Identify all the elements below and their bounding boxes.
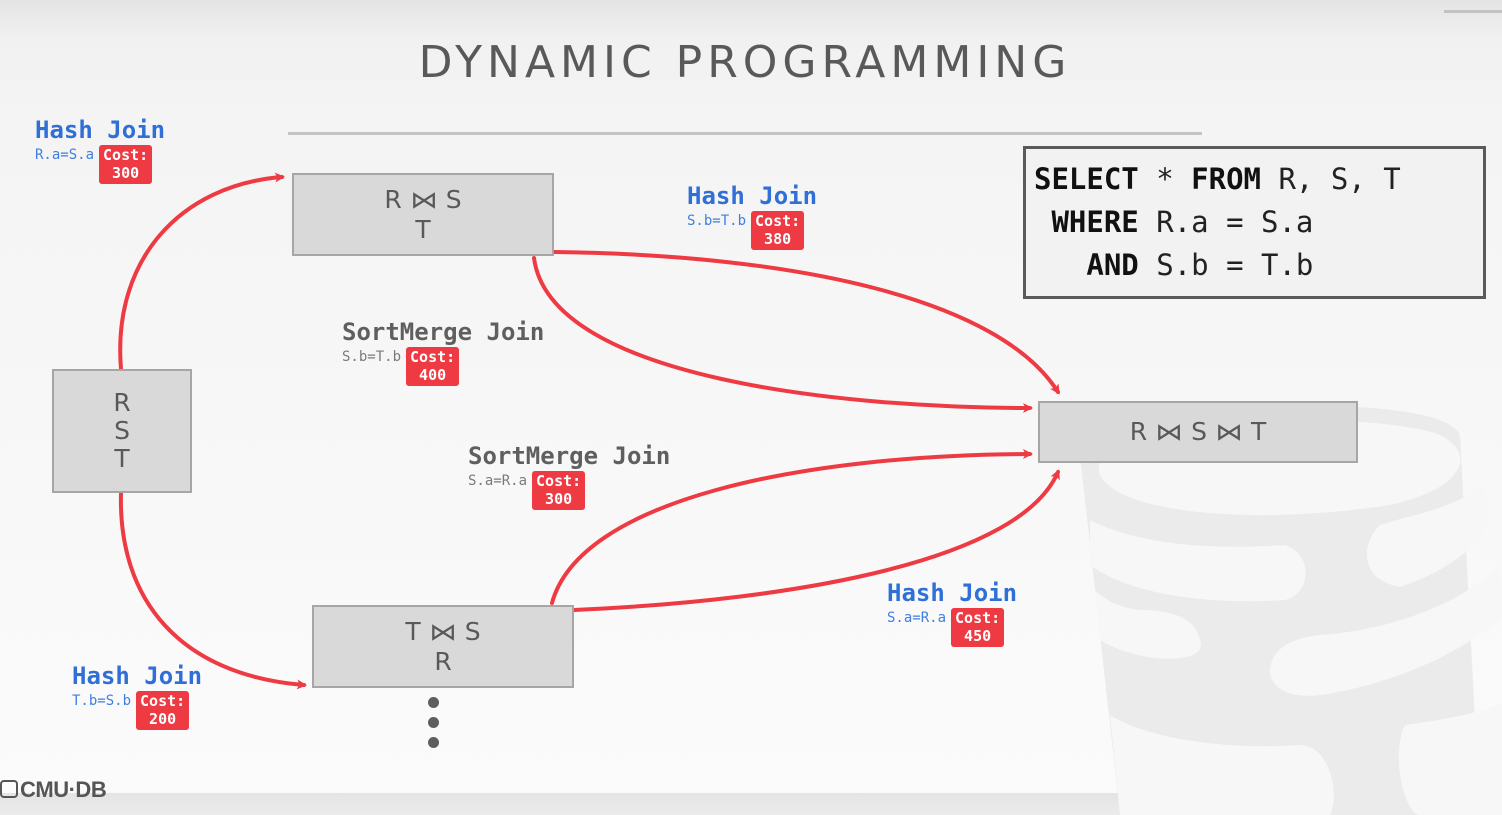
join-edges [118, 172, 1060, 690]
cost-badge: Cost:300 [532, 471, 586, 510]
title-underline [288, 132, 1202, 135]
join-predicate: S.a=R.a [468, 473, 528, 489]
node-relation-s: S [114, 416, 130, 445]
join-algorithm: Hash Join [72, 662, 203, 690]
bowtie-join-icon: ⋈ [1215, 418, 1243, 446]
cost-value: 450 [964, 627, 992, 645]
sql-line-select: SELECT * FROM R, S, T [1034, 162, 1401, 196]
edge-label-ts-to-final-hash: Hash Join S.a=R.a Cost:450 [887, 579, 1017, 647]
relation-t: T [405, 617, 421, 646]
node-join-expression: R⋈S⋈T [1130, 417, 1267, 447]
join-algorithm: Hash Join [687, 182, 818, 210]
cmu-db-logo: CMU·DB [0, 777, 107, 803]
node-relations-rst[interactable]: R S T [52, 369, 192, 493]
join-algorithm: SortMerge Join [342, 318, 545, 346]
sql-line-where: WHERE R.a = S.a [1051, 205, 1314, 239]
edge-rs-to-final-hash [552, 250, 1060, 395]
relation-r: R [384, 185, 402, 214]
edge-start-to-rs [118, 172, 285, 371]
cost-value: 200 [149, 710, 177, 728]
join-predicate: T.b=S.b [72, 693, 132, 709]
node-remaining-relation: T [415, 215, 431, 244]
edge-ts-to-final-hash [572, 469, 1060, 612]
slide-title: DYNAMIC PROGRAMMING [418, 37, 1072, 88]
node-remaining-relation: R [434, 647, 452, 676]
sql-keyword: SELECT [1034, 162, 1139, 196]
join-predicate: R.a=S.a [35, 147, 95, 163]
more-plans-ellipsis-icon [428, 697, 442, 757]
bowtie-join-icon: ⋈ [428, 618, 457, 646]
edge-label-rs-to-final-hash: Hash Join S.b=T.b Cost:380 [687, 182, 817, 250]
bowtie-join-icon: ⋈ [1155, 418, 1183, 446]
node-t-join-s-then-r[interactable]: T⋈S R [312, 605, 574, 688]
cost-value: 380 [764, 230, 792, 248]
edge-label-start-to-rs: Hash Join R.a=S.a Cost:300 [35, 116, 165, 184]
sql-query-box: SELECT * FROM R, S, T WHERE R.a = S.a AN… [1023, 146, 1486, 299]
node-join-expression: R⋈S [384, 185, 461, 215]
bowtie-join-icon: ⋈ [409, 186, 438, 214]
node-relation-r: R [113, 388, 131, 417]
relation-t: T [1250, 417, 1267, 446]
edge-label-start-to-ts: Hash Join T.b=S.b Cost:200 [72, 662, 202, 730]
sql-keyword: FROM [1191, 162, 1261, 196]
relation-s: S [464, 617, 481, 646]
slide: DYNAMIC PROGRAMMING R S T R⋈S T T⋈S [0, 10, 1502, 815]
page-number-rule [1444, 10, 1502, 13]
join-algorithm: SortMerge Join [468, 442, 671, 470]
database-logo-icon [0, 780, 18, 798]
join-predicate: S.b=T.b [342, 349, 402, 365]
cost-value: 300 [545, 490, 573, 508]
relation-r: R [1129, 417, 1148, 446]
cost-badge: Cost:200 [136, 691, 190, 730]
cost-badge: Cost:380 [751, 211, 805, 250]
cost-badge: Cost:400 [406, 347, 460, 386]
join-predicate: S.a=R.a [887, 610, 947, 626]
edge-label-rs-to-final-sortmerge: SortMerge Join S.b=T.b Cost:400 [342, 318, 544, 386]
cost-badge: Cost:450 [951, 608, 1005, 647]
node-relation-t: T [114, 444, 130, 473]
join-algorithm: Hash Join [35, 116, 166, 144]
cost-value: 400 [419, 366, 447, 384]
node-r-join-s-then-t[interactable]: R⋈S T [292, 173, 554, 256]
edge-label-ts-to-final-sortmerge: SortMerge Join S.a=R.a Cost:300 [468, 442, 670, 510]
sql-line-and: AND S.b = T.b [1086, 248, 1314, 282]
edge-rs-to-final-sortmerge [532, 256, 1033, 413]
join-predicate: S.b=T.b [687, 213, 747, 229]
edge-start-to-ts [118, 491, 307, 690]
cost-value: 300 [112, 164, 140, 182]
edge-ts-to-final-sortmerge [550, 449, 1033, 605]
cost-badge: Cost:300 [99, 145, 153, 184]
node-final-r-join-s-join-t[interactable]: R⋈S⋈T [1038, 401, 1358, 463]
sql-keyword: WHERE [1051, 205, 1139, 239]
sql-keyword: AND [1086, 248, 1139, 282]
node-join-expression: T⋈S [405, 617, 480, 647]
join-algorithm: Hash Join [887, 579, 1018, 607]
relation-s: S [445, 185, 462, 214]
relation-s: S [1191, 417, 1207, 446]
